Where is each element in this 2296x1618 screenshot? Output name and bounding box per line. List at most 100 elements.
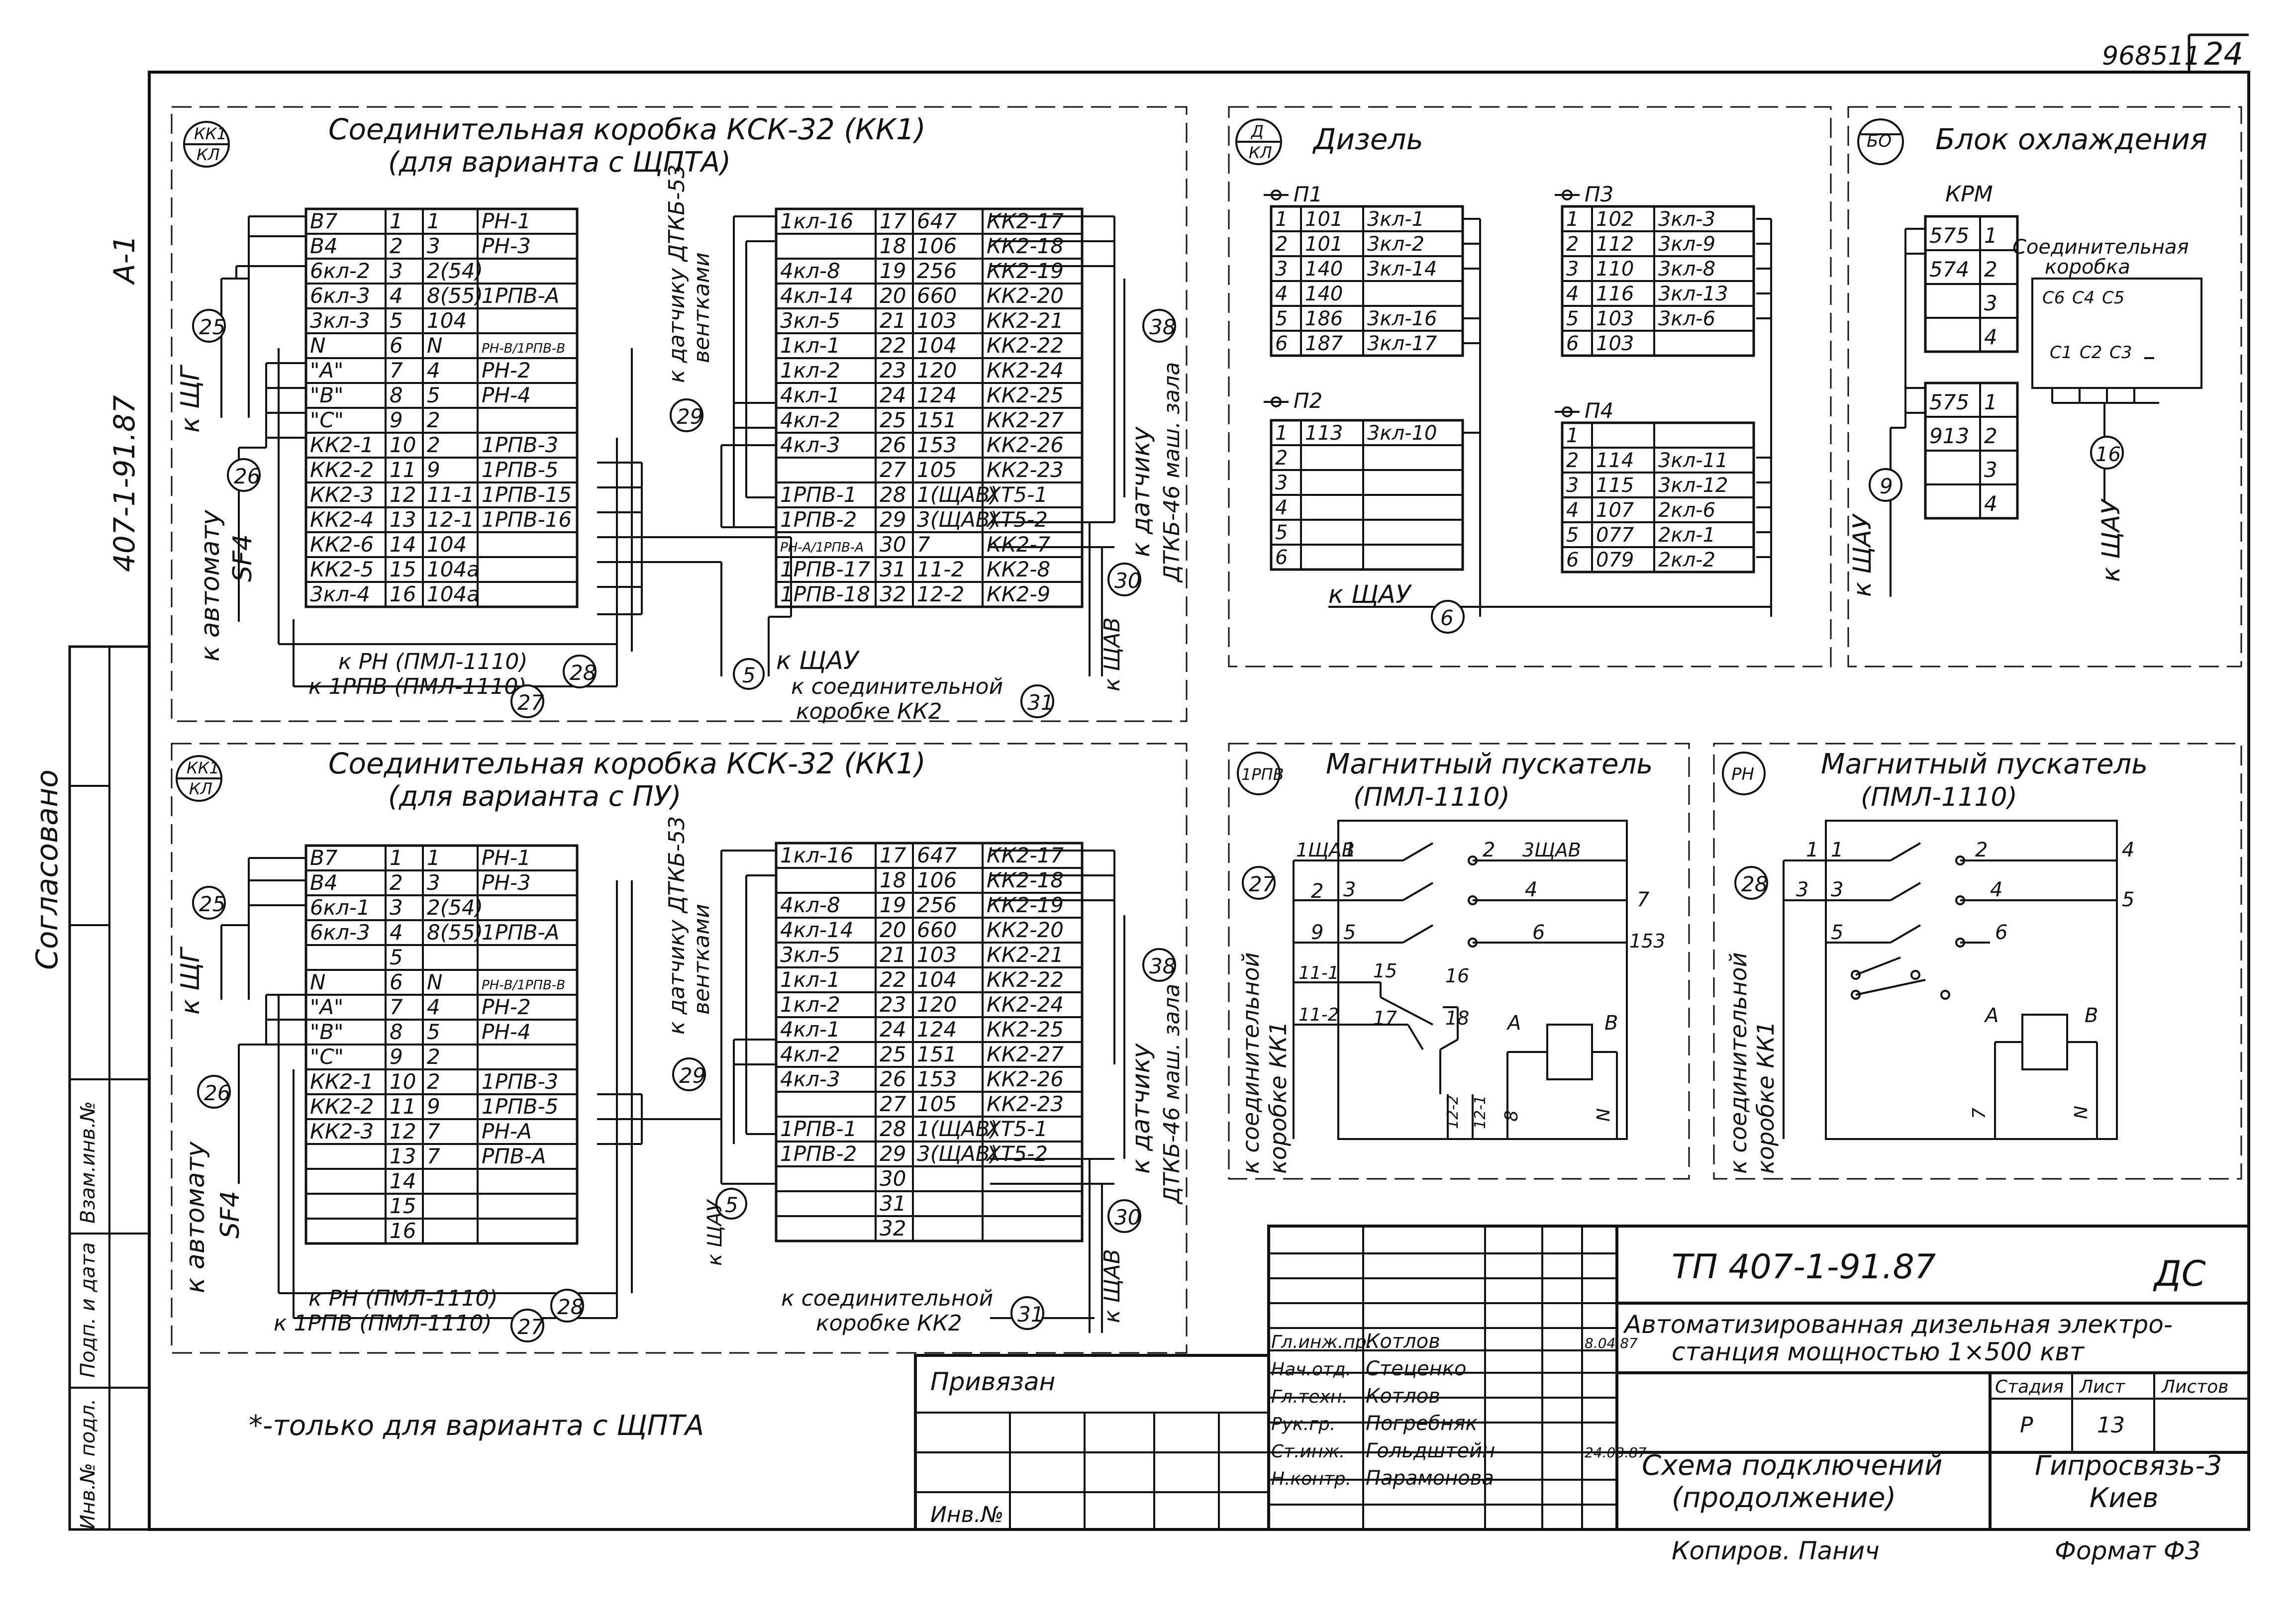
cooling-krm: КРМ [1945,182,1993,207]
signer-field: Гл.инж.пр. [1271,1332,1372,1352]
ksk-top-left-cell: 3кл-4 [310,582,370,606]
ksk-bot-left-cell: 15 [390,1194,416,1218]
diesel-p3-cell: 6 [1566,332,1579,355]
ksk-bot-right-cell: 124 [917,1017,957,1042]
ksk-bot-left-cell: N [310,970,325,994]
starter-1rpv-badge [1237,752,1281,795]
svg-text:ДТКБ-46 маш. зала: ДТКБ-46 маш. зала [1159,362,1185,583]
page-number: 24 [2204,36,2243,72]
svg-text:31: 31 [1017,1302,1044,1327]
ksk-top-right-cell: КК2-27 [987,408,1064,432]
svg-text:3: 3 [1343,878,1356,901]
ksk-bot-left-cell: В4 [310,870,338,895]
svg-text:3ЩАВ: 3ЩАВ [1522,839,1581,861]
cool-t1-cell: 574 [1929,257,1969,282]
diesel-p3-cell: 5 [1566,307,1579,330]
ksk-bot-right-cell: 20 [880,918,906,942]
callout-9 [1869,468,1902,502]
ksk-top-left-cell: РН-1 [482,209,531,233]
ksk-top-right-cell: КК2-22 [987,333,1064,358]
diesel-p3-cell: 4 [1566,283,1579,305]
ksk-bottom-wiring [220,850,1125,1333]
cool-t1-cell: 575 [1929,223,1969,248]
svg-text:к датчику: к датчику [1126,426,1155,557]
diesel-p2-cell: 5 [1275,521,1288,544]
ksk-bot-right-cell: 29 [880,1142,906,1166]
approval-strip: Согласовано Инв.№ подл. Подп. и дата Вза… [30,645,151,1531]
diesel-p1-cell: 140 [1305,258,1343,281]
ksk-top-left-cell: 104 [427,532,467,557]
ksk-top-left-cell: 1РПВ-5 [482,458,558,482]
diesel-p1-cell: 3кл-1 [1367,208,1424,231]
callout-30 [1107,563,1141,596]
ksk-top-left-cell: 5 [427,383,440,407]
project-line-2: станция мощностью 1×500 квт [1672,1337,2085,1366]
svg-text:5: 5 [1831,921,1843,944]
signer-field: Ст.инж. [1271,1441,1345,1462]
ksk-bot-left-cell: 16 [390,1219,416,1243]
side-sheet: А-1 [107,235,141,286]
ksk-bot-right-cell: 1РПВ-2 [780,1142,857,1166]
ksk-bot-left-cell: 6кл-3 [310,920,370,945]
ksk-bot-left-cell: 2(54) [427,895,483,920]
ksk-bot-right-cell: 1кл-2 [780,992,840,1017]
svg-text:2: 2 [1311,880,1323,903]
ksk-top-right-cell: 1РПВ-2 [780,507,857,532]
ksk-top-left-cell: РН-4 [482,383,531,407]
svg-text:С6: С6 [2042,288,2065,308]
ksk-top-right-cell: 27 [880,458,906,482]
ksk-bot-left-cell: 10 [390,1069,416,1094]
ksk-top-left-cell: 104а [427,557,480,581]
footnote: *-только для варианта с ЩПТА [249,1410,704,1442]
diesel-p1-cell: 4 [1275,283,1288,305]
ksk-top-labels: 25 к ЩГ 26 к автомату SF4 к датчику ДТКБ… [176,165,1185,724]
svg-text:3: 3 [1796,878,1808,901]
plug-p2-label: П2 [1294,388,1322,413]
svg-text:5: 5 [725,1193,738,1217]
ksk-bot-left-cell: В7 [310,846,338,870]
callout-6 [1431,600,1465,634]
ksk-top-left-cell: 2 [427,433,440,457]
svg-text:В: В [2085,1004,2098,1027]
svg-text:к ЩГ: к ЩГ [176,946,205,1015]
svg-text:SF4: SF4 [228,534,258,582]
drawing-title-1: Схема подключений [1642,1449,1942,1482]
ksk-top-right-cell: 1кл-2 [780,358,840,382]
svg-text:коробке КК2: коробке КК2 [816,1311,962,1336]
drawing-title-2: (продолжение) [1672,1482,1896,1514]
svg-text:29: 29 [679,1063,705,1088]
ksk-top-left-cell: КК2-6 [310,532,374,557]
ksk-top-left-cell: 10 [390,433,416,457]
ksk-top-left-cell: 4 [390,284,403,308]
svg-text:1: 1 [1831,839,1843,861]
ksk-top-left-cell: РН-2 [482,358,531,382]
svg-text:38: 38 [1149,954,1176,978]
starter-1rpv-wiring [1293,820,1628,1140]
diesel-p1-cell: 3кл-2 [1367,233,1424,256]
svg-text:С4: С4 [2072,288,2095,308]
svg-text:к датчику ДТКБ-53: к датчику ДТКБ-53 [664,165,690,383]
svg-text:КЛ: КЛ [189,779,212,798]
diesel-p1-cell: 2 [1275,233,1288,256]
svg-text:к соединительной: к соединительной [1237,952,1264,1174]
ksk-top-right-cell: 1РПВ-18 [780,582,870,606]
cooling-k-shchau-left: к ЩАУ [1848,513,1877,597]
ksk-bot-right-cell: КК2-23 [987,1092,1064,1116]
ksk-bot-left-cell: РН-4 [482,1020,531,1044]
diesel-p1-cell: 187 [1305,332,1343,355]
diesel-p3-cell: 103 [1596,332,1634,355]
svg-text:Д: Д [1250,122,1264,141]
ksk-top-left-cell: 6кл-3 [310,284,370,308]
svg-text:к ЩАУ: к ЩАУ [776,646,860,675]
ksk-bot-left-cell: 6кл-1 [310,895,370,920]
callout-28b [550,1289,584,1323]
ksk-top-right-cell: КК2-23 [987,458,1064,482]
ksk-bot-left-cell: КК2-3 [310,1119,374,1143]
signer-field: Котлов [1366,1385,1440,1408]
inv-label: Инв.№ [930,1502,1003,1527]
diesel-p4-cell: 3 [1566,474,1579,497]
